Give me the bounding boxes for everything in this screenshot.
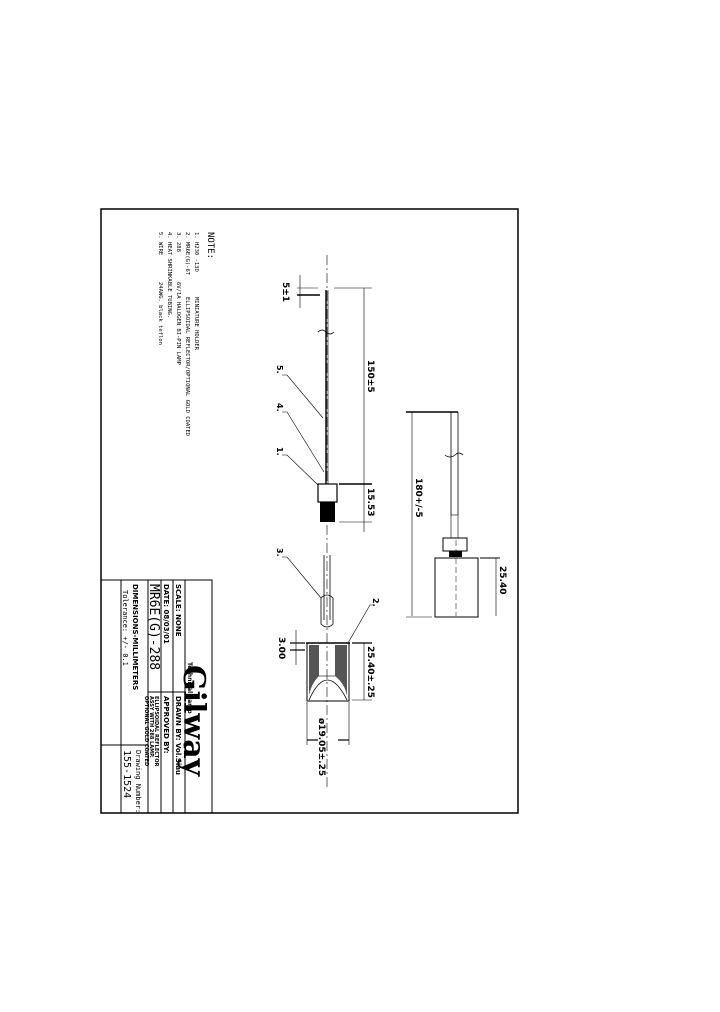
reflector-hatch-left <box>309 645 319 696</box>
assembly-view <box>282 255 375 790</box>
miniature-holder <box>317 483 338 503</box>
dim-rim-thickness: 3.00 <box>276 637 286 659</box>
assembly-dimension-labels: 5±1 150±5 15.53 3.00 25.40±.25 ø19.05±.2… <box>275 282 380 776</box>
notes-heading: NOTE: <box>205 232 215 259</box>
note-5-part: WIRE <box>157 242 163 255</box>
callout-1: 1. <box>275 447 284 456</box>
notes-block: NOTE: 1. H230 -13D MINIATURE HOLDER 2. M… <box>157 232 215 436</box>
dim-reflector-diameter: ø19.05±.25 <box>316 718 326 776</box>
company-logo: Gilway <box>176 665 211 778</box>
side-heat-shrink <box>450 514 459 539</box>
side-threads <box>449 551 462 557</box>
callout-3: 3. <box>275 548 284 557</box>
description-line-3: OPTIONAL GOLD COATED <box>143 696 149 766</box>
note-5-num: 5. <box>157 232 163 239</box>
tolerance-field: Tolerance: +/- 0.1 <box>121 590 129 666</box>
note-1-num: 1. <box>193 232 199 239</box>
description-line-1: ELLIPSOIDAL REFLECTOR <box>153 696 159 767</box>
leader-3 <box>282 556 322 599</box>
note-2-num: 2. <box>184 232 190 239</box>
note-3-desc: 6V/1A HALOGEN BI-PIN LAMP <box>175 282 181 365</box>
scale-field: SCALE: NONE <box>174 584 182 637</box>
title-block-text: Gilway Technical Lamp SCALE: NONE DRAWN … <box>121 584 211 813</box>
holder-threads <box>320 502 335 522</box>
note-1-part: H230 -13D <box>193 242 199 272</box>
dim-holder-length: 15.53 <box>365 488 375 516</box>
company-logo-subtitle: Technical Lamp <box>186 662 193 714</box>
approved-by-field: APPROVED BY: <box>162 696 170 754</box>
reflector-body <box>306 642 350 702</box>
part-number: MR6E(G)-288 <box>146 584 161 670</box>
dim-lead-length: 150±5 <box>365 360 375 393</box>
note-5-desc: 24AWG. black teflon <box>157 282 163 345</box>
side-break-mark <box>444 452 464 458</box>
side-reflector <box>434 557 479 618</box>
dim-side-depth: 25.40 <box>497 566 507 594</box>
lamp-bulb <box>320 594 334 628</box>
drawing-number: 155-1524 <box>121 750 132 798</box>
note-3-num: 3. <box>175 232 181 239</box>
date-field: DATE: 08/03/01 <box>162 584 170 644</box>
leader-2 <box>347 604 375 644</box>
title-block <box>100 579 213 814</box>
dim-reflector-depth: 25.40±.25 <box>365 646 375 698</box>
note-4-part: HEAT SHRINKABLE TUBING. <box>166 242 172 318</box>
break-mark <box>317 329 335 335</box>
dim-overall-length: 180+/-5 <box>413 478 423 518</box>
reflector-curve <box>308 679 348 701</box>
drawing-number-label: Drawing Number: <box>134 750 142 813</box>
units-field: DIMENSIONS-MILLIMETERS <box>131 584 139 690</box>
side-view <box>406 411 500 618</box>
callout-5: 5. <box>275 365 284 374</box>
leader-4 <box>282 411 325 473</box>
drawing-frame <box>100 208 519 814</box>
description-line-2: ASSY WITH 288 LAMP. <box>148 696 154 758</box>
drawn-by-field: DRAWN BY: Vol.Siau <box>174 696 182 775</box>
note-2-desc: ELLIPSOIDAL REFLECTOR/OPTIONAL GOLD COAT… <box>184 297 190 436</box>
callout-2: 2. <box>371 598 380 607</box>
reflector-hatch-right <box>335 645 347 696</box>
dim-offset: 5±1 <box>280 282 290 302</box>
leader-1 <box>282 454 319 486</box>
leader-5 <box>282 374 324 419</box>
callout-4: 4. <box>275 403 284 412</box>
note-3-part: 288 <box>175 242 181 252</box>
note-1-desc: MINIATURE HOLDER <box>193 297 199 351</box>
note-4-num: 4. <box>166 232 172 239</box>
side-holder <box>442 537 468 552</box>
note-2-part: MR6E(G)-6T <box>184 242 190 276</box>
